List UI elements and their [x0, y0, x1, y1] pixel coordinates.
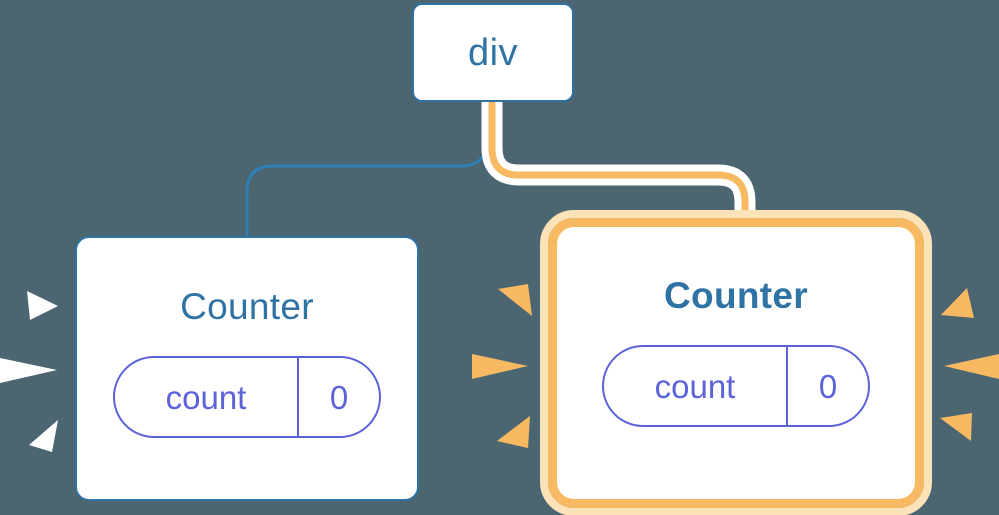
node-div-label: div — [467, 31, 519, 74]
state-pill-right: count 0 — [602, 345, 870, 427]
state-pill-left: count 0 — [113, 356, 381, 438]
state-pill-right-key: count — [654, 367, 736, 405]
ray-orange-mid-lower — [497, 416, 530, 448]
ray-group-middle-orange — [472, 284, 532, 448]
edge-div-to-counter-right — [488, 102, 749, 229]
ray-white-upper — [27, 291, 58, 320]
node-counter-left-label: Counter — [180, 286, 314, 327]
ray-orange-right-upper — [941, 288, 974, 318]
ray-orange-mid-upper — [498, 284, 532, 316]
node-div[interactable]: div — [412, 3, 574, 102]
state-pill-right-value: 0 — [786, 347, 868, 425]
ray-white-lower — [29, 420, 58, 452]
state-pill-left-value: 0 — [297, 358, 379, 436]
ray-white-middle — [0, 358, 57, 383]
state-pill-left-key: count — [165, 378, 247, 416]
ray-orange-right-middle — [944, 354, 999, 379]
ray-group-left-white — [0, 291, 58, 452]
ray-group-right-orange — [940, 288, 999, 441]
ray-orange-right-lower — [940, 413, 972, 441]
node-counter-left[interactable]: Counter count 0 — [75, 236, 419, 501]
node-counter-right[interactable]: Counter count 0 — [540, 210, 932, 515]
node-counter-right-label: Counter — [664, 275, 808, 316]
ray-orange-mid-middle — [472, 354, 528, 379]
